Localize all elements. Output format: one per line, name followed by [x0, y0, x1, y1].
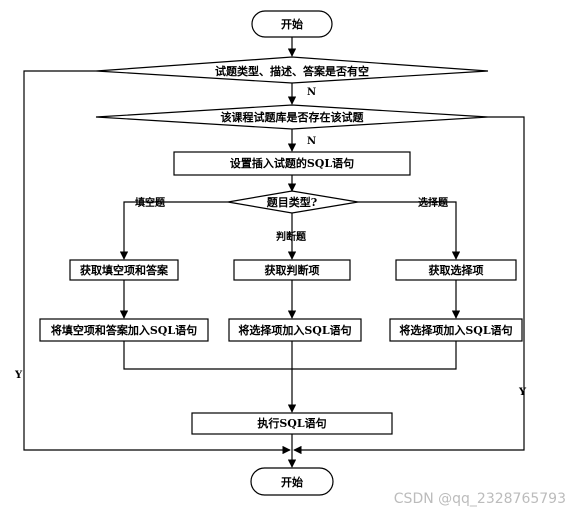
edge-choice-branch [358, 201, 461, 260]
node-end: 开始 [250, 467, 334, 496]
edge-label-choice: 选择题 [418, 196, 449, 209]
watermark-text: CSDN @qq_2328765793 [394, 491, 566, 507]
node-execute-label: 执行SQL语句 [257, 416, 326, 430]
node-fill-add: 将填空项和答案加入SQL语句 [39, 318, 209, 342]
node-question-type: 题目类型? [227, 190, 359, 214]
node-start: 开始 [251, 10, 333, 38]
node-check-exists: 该课程试题库是否存在该试题 [95, 104, 489, 130]
node-start-label: 开始 [281, 17, 303, 31]
edge-merge [123, 341, 457, 370]
node-execute: 执行SQL语句 [191, 412, 393, 435]
edge-y-right [293, 116, 525, 455]
node-choice-add-label: 将选择项加入SQL语句 [399, 323, 512, 337]
node-judge-get-label: 获取判断项 [265, 263, 320, 277]
node-judge-add: 将选择项加入SQL语句 [228, 318, 362, 342]
edge-label-y-left: Y [14, 370, 23, 381]
edge-label-y-right: Y [518, 387, 527, 398]
node-set-insert-label: 设置插入试题的SQL语句 [230, 156, 354, 170]
node-fill-get: 获取填空项和答案 [69, 259, 179, 281]
node-judge-add-label: 将选择项加入SQL语句 [238, 323, 351, 337]
node-choice-get-label: 获取选择项 [429, 263, 484, 277]
edge-fill-branch [119, 201, 228, 260]
edge-label-fill: 填空题 [135, 196, 166, 209]
node-check-exists-label: 该课程试题库是否存在该试题 [221, 110, 365, 124]
node-choice-get: 获取选择项 [395, 259, 517, 281]
node-choice-add: 将选择项加入SQL语句 [389, 318, 523, 342]
node-end-label: 开始 [281, 475, 303, 489]
edge-label-judge: 判断题 [276, 230, 307, 243]
edge-y-left [23, 70, 291, 455]
node-set-insert: 设置插入试题的SQL语句 [173, 151, 411, 176]
node-question-type-label: 题目类型? [267, 195, 317, 209]
node-judge-get: 获取判断项 [233, 259, 351, 281]
edge-label-n1: N [307, 87, 316, 98]
node-check-empty-label: 试题类型、描述、答案是否有空 [215, 64, 369, 78]
edge-label-n2: N [307, 136, 316, 147]
node-fill-add-label: 将填空项和答案加入SQL语句 [51, 323, 197, 337]
connectors [23, 37, 525, 468]
node-check-empty: 试题类型、描述、答案是否有空 [95, 56, 489, 84]
node-fill-get-label: 获取填空项和答案 [80, 263, 169, 277]
